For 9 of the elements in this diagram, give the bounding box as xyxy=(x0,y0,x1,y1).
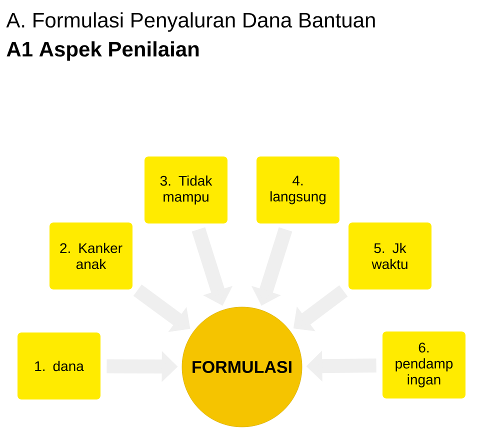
process-box: 4. langsung xyxy=(256,156,340,224)
process-box: 5. Jk waktu xyxy=(348,222,432,290)
process-box: 6. pendamp ingan xyxy=(382,331,466,398)
subtitle: A1 Aspek Penilaian xyxy=(6,41,199,61)
process-box: 2. Kanker anak xyxy=(50,222,132,290)
title: A. Formulasi Penyaluran Dana Bantuan xyxy=(6,12,375,32)
circle-node: FORMULASI xyxy=(182,306,302,428)
process-box: 1. dana xyxy=(18,332,100,400)
process-box: 3. Tidak mampu xyxy=(144,156,228,224)
